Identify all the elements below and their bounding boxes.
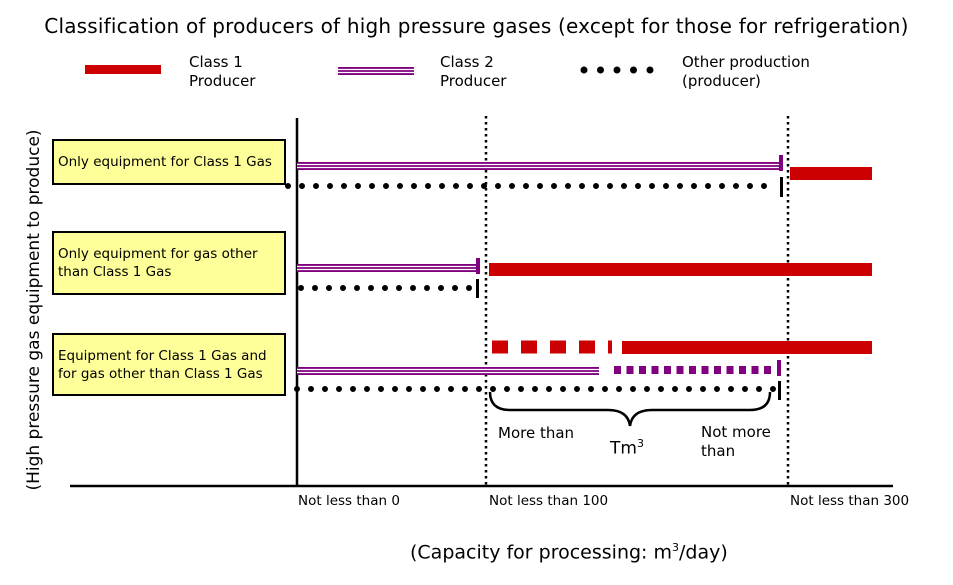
diagram-title: Classification of producers of high pres… [44, 14, 909, 38]
x-tick-100: Not less than 100 [489, 493, 609, 509]
row2-label: Only equipment for gas other than Class … [58, 246, 258, 280]
more-than-label: More than [498, 424, 575, 442]
row3-class2-end-tick [777, 360, 781, 376]
x-tick-300: Not less than 300 [790, 493, 910, 509]
row2-label-box: Only equipment for gas other than Class … [52, 231, 286, 295]
row2-class2-line [297, 258, 480, 274]
row1-class1-bar [790, 167, 872, 180]
row3-class2-line [297, 367, 599, 375]
row2-other-end-tick [476, 279, 479, 298]
row1-label: Only equipment for Class 1 Gas [58, 154, 272, 170]
x-axis-title: (Capacity for processing: m3/day) [410, 541, 728, 564]
row1-label-box: Only equipment for Class 1 Gas [52, 139, 286, 185]
row1-class2-line [297, 155, 783, 171]
row2-class1-bar [489, 263, 872, 276]
row3-class1-bar [622, 341, 872, 354]
legend-class1-swatch [85, 65, 161, 74]
legend-other-label: Other production(producer) [682, 53, 810, 90]
x-tick-0: Not less than 0 [298, 493, 400, 509]
range-brace [488, 391, 772, 427]
row3-label: Equipment for Class 1 Gas and for gas ot… [58, 347, 267, 382]
tm-label: Tm3 [610, 437, 644, 459]
row3-label-box: Equipment for Class 1 Gas and for gas ot… [52, 333, 286, 396]
row1-other-end-tick [780, 177, 783, 197]
legend-class2-swatch [338, 67, 414, 75]
row3-other-end-tick [778, 381, 781, 400]
